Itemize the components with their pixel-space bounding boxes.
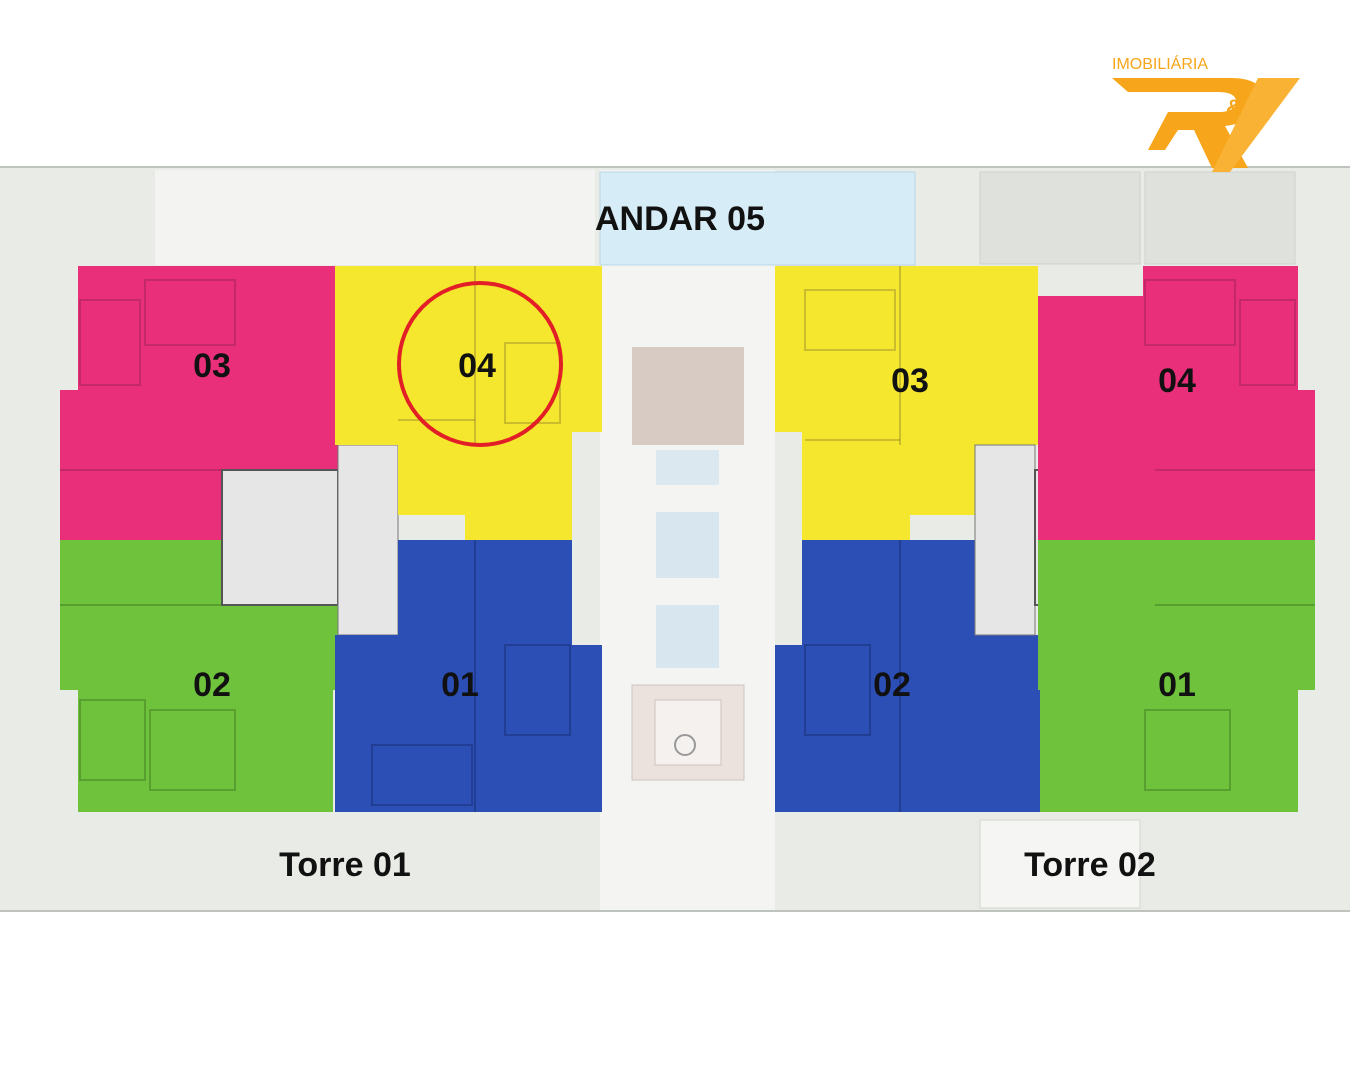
site-lot-top-left [155,170,595,265]
tower-02 [775,266,1315,812]
unit-t2-01[interactable] [1038,540,1315,812]
brand-ampersand: & [1226,95,1242,120]
unit-label-t2-04: 04 [1158,362,1196,400]
core-t1 [221,469,339,606]
courtyard-deck [632,347,744,445]
courtyard-round-feature [674,734,696,756]
site-lot-top-right [979,171,1141,265]
unit-label-t1-04: 04 [458,347,496,385]
unit-t2-03[interactable] [775,266,1038,540]
pool-area [599,171,916,266]
tower-01 [60,266,602,812]
courtyard-fountain-3 [656,605,719,668]
unit-t1-01[interactable] [335,540,602,812]
unit-label-t2-02: 02 [873,666,911,704]
site-lot-top-far-right [1144,171,1296,265]
floor-title: ANDAR 05 [595,200,765,238]
tower-01-label: Torre 01 [279,846,411,884]
unit-label-t1-01: 01 [441,666,479,704]
circulation-t2 [974,444,1036,636]
brand-top-text: IMOBILIÁRIA [1112,54,1208,73]
courtyard-fountain-2 [656,512,719,578]
unit-label-t1-02: 02 [193,666,231,704]
unit-label-t2-01: 01 [1158,666,1196,704]
brand-v-mark-icon [1212,78,1300,172]
tower-02-label: Torre 02 [1024,846,1156,884]
unit-t1-02[interactable] [60,540,338,812]
unit-label-t2-03: 03 [891,362,929,400]
parking-area [979,819,1141,909]
courtyard-fountain-1 [656,450,719,485]
unit-t2-02[interactable] [775,540,1040,812]
unit-t2-04[interactable] [1038,266,1315,540]
circulation-t1 [337,444,399,636]
brand-logo: IMOBILIÁRIA & [1112,54,1300,172]
unit-label-t1-03: 03 [193,347,231,385]
highlight-circle-marker-icon [397,281,563,447]
unit-t1-04[interactable] [335,266,602,540]
